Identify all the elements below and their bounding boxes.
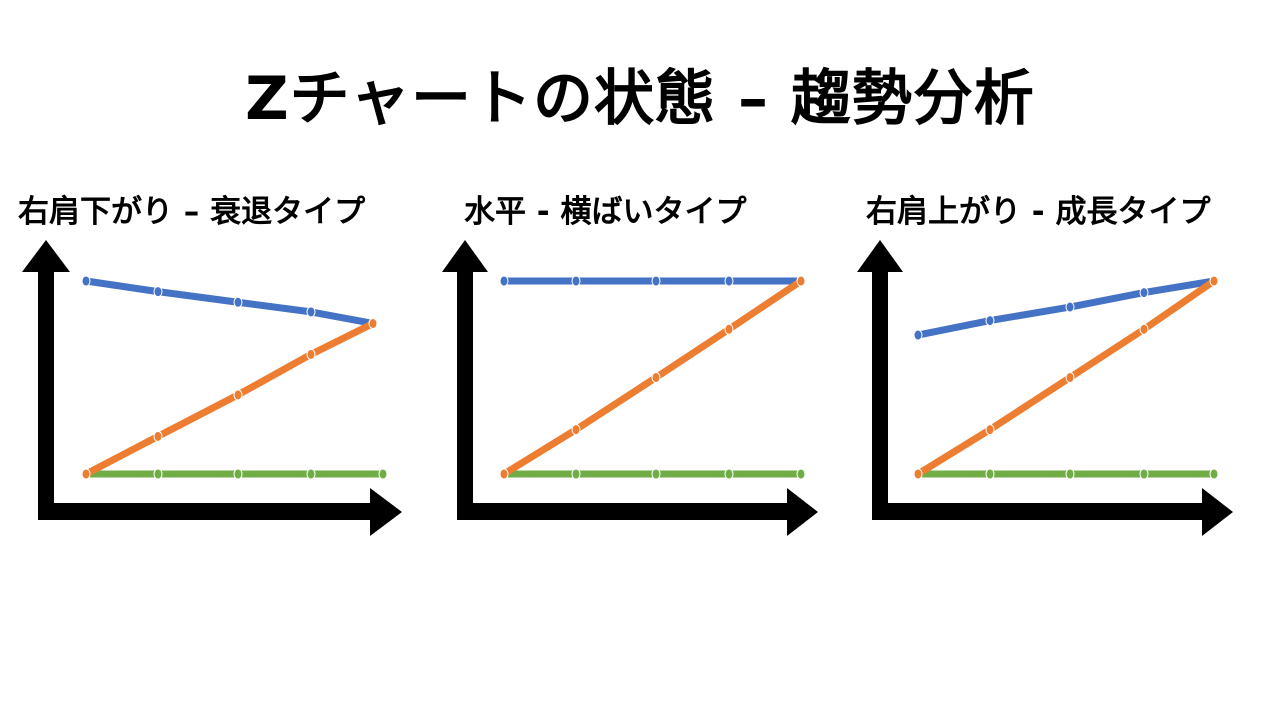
data-point-marker [985, 468, 995, 480]
data-point-marker [153, 286, 163, 298]
slide-title: Zチャートの状態 – 趨勢分析 [245, 64, 1035, 134]
data-point-marker [651, 468, 661, 480]
y-axis-arrow-icon [857, 240, 903, 520]
data-point-marker [81, 468, 91, 480]
data-point-marker [1209, 275, 1219, 287]
data-point-marker [233, 389, 243, 401]
series-cumulative [81, 317, 378, 480]
series-cumulative [913, 275, 1219, 480]
series-moving-total [81, 275, 378, 329]
chart-decline [22, 240, 402, 536]
data-point-marker [1065, 372, 1075, 383]
data-point-marker [571, 424, 581, 436]
y-axis-arrow-icon [22, 240, 70, 520]
series-monthly [81, 468, 388, 480]
data-point-marker [233, 468, 243, 480]
data-point-marker [651, 275, 661, 287]
series-monthly [499, 468, 806, 480]
data-point-marker [1139, 323, 1149, 335]
series-monthly [913, 468, 1219, 480]
data-point-marker [724, 468, 734, 480]
data-point-marker [796, 468, 806, 480]
series-cumulative [499, 275, 806, 480]
data-point-marker [913, 468, 923, 480]
series-moving-total [499, 275, 806, 287]
data-point-marker [651, 372, 661, 383]
chart-flat [442, 240, 818, 536]
panel-growth-title: 右肩上がり - 成長タイプ [866, 194, 1211, 230]
panel-decline-title: 右肩下がり – 衰退タイプ [18, 194, 366, 230]
chart-growth [857, 240, 1233, 536]
data-point-marker [81, 275, 91, 287]
data-point-marker [1139, 287, 1149, 299]
data-point-marker [985, 315, 995, 327]
data-point-marker [153, 468, 163, 480]
data-point-marker [233, 296, 243, 308]
data-point-marker [985, 424, 995, 436]
data-point-marker [1065, 468, 1075, 480]
data-point-marker [571, 468, 581, 480]
data-point-marker [796, 275, 806, 287]
data-point-marker [306, 468, 316, 480]
y-axis-arrow-icon [442, 240, 488, 520]
data-point-marker [499, 275, 509, 287]
panel-flat-title: 水平 - 横ばいタイプ [464, 194, 747, 230]
x-axis-arrow-icon [872, 488, 1233, 536]
x-axis-arrow-icon [457, 488, 818, 536]
data-point-marker [378, 468, 388, 480]
data-point-marker [306, 306, 316, 318]
data-point-marker [153, 430, 163, 442]
data-point-marker [571, 275, 581, 287]
data-point-marker [1209, 468, 1219, 480]
data-point-marker [306, 348, 316, 360]
data-point-marker [1065, 301, 1075, 313]
data-point-marker [724, 275, 734, 287]
data-point-marker [499, 468, 509, 480]
data-point-marker [724, 323, 734, 335]
data-point-marker [913, 329, 923, 341]
x-axis-arrow-icon [38, 488, 402, 536]
data-point-marker [368, 317, 378, 329]
data-point-marker [1139, 468, 1149, 480]
